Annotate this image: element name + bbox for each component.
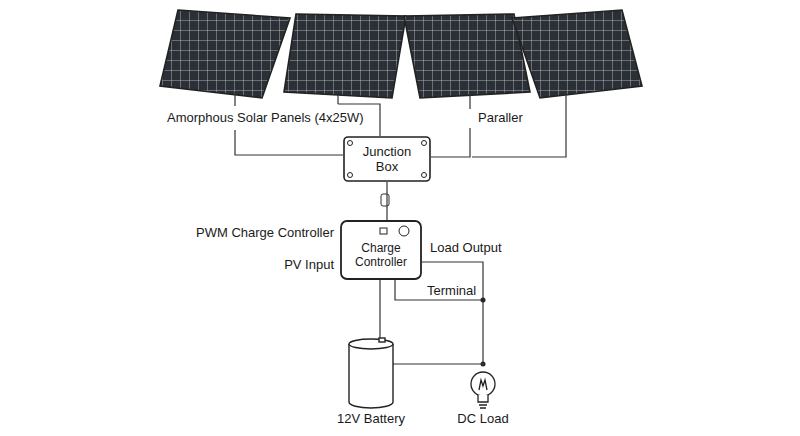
node-text: 12V Battery [316, 411, 426, 426]
solar-panel [404, 14, 530, 98]
node-text: Junction Box [353, 144, 421, 174]
wire-connector [386, 182, 387, 220]
part-label: Amorphous Solar Panels (4x25W) [165, 110, 366, 125]
dc-load: DC Load [448, 366, 518, 426]
wire-connector [422, 262, 483, 366]
battery: 12V Battery [326, 338, 416, 426]
charge-controller: Charge Controller [340, 220, 422, 280]
wire [395, 280, 483, 300]
port-label: PV Input [282, 257, 336, 272]
node-text: DC Load [438, 411, 528, 426]
wire-connector [393, 364, 483, 366]
node-text: Charge Controller [350, 241, 412, 269]
note-label: Paraller [476, 110, 525, 125]
fuse-symbol [381, 194, 389, 206]
wire [472, 104, 566, 157]
terminal-label: Terminal [425, 283, 478, 298]
solar-panel [160, 10, 290, 98]
junction-box: Junction Box [343, 136, 431, 182]
wire-connector [379, 280, 380, 340]
port-label: Load Output [428, 240, 504, 255]
wire [431, 104, 470, 157]
solar-panel [284, 14, 406, 98]
solar-panel [512, 10, 642, 98]
part-label: PWM Charge Controller [194, 225, 336, 240]
